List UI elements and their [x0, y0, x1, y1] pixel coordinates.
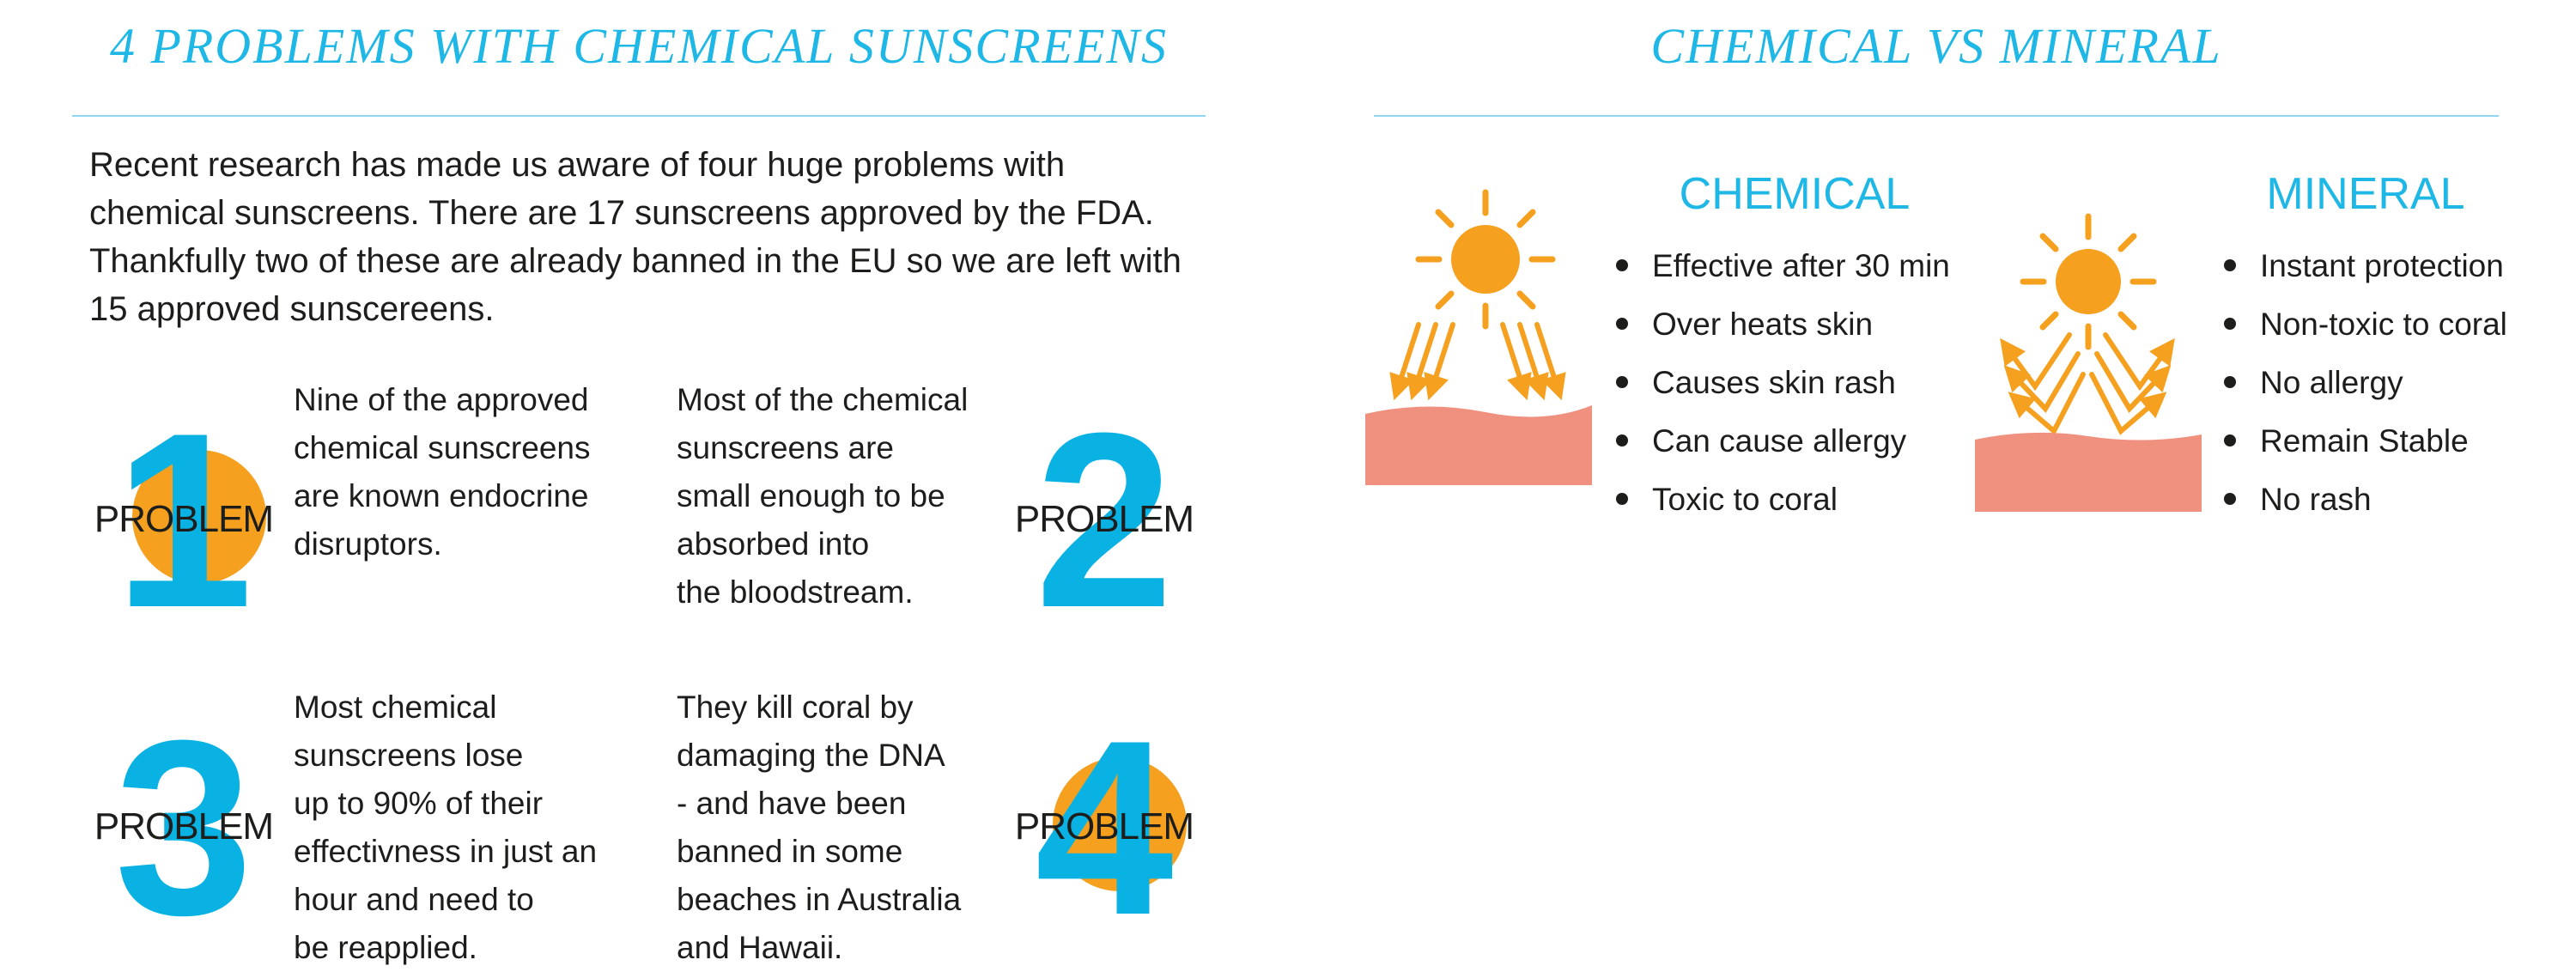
problem-4-label: PROBLEM — [1014, 805, 1194, 847]
mineral-list: Instant protection Non-toxic to coral No… — [2222, 237, 2507, 529]
problem-2-badge: 2 PROBLEM — [993, 383, 1216, 658]
chemical-item-text: Causes skin rash — [1652, 365, 1896, 400]
mineral-item-text: No allergy — [2260, 365, 2403, 400]
problem-3-number: 3 — [114, 689, 253, 967]
problem-1-circle — [132, 450, 266, 584]
problem-1-number: 1 — [114, 381, 253, 659]
right-title-divider — [1374, 115, 2499, 117]
mineral-title: MINERAL — [2266, 169, 2465, 219]
bullet-icon — [2224, 259, 2236, 271]
mineral-item-text: Non-toxic to coral — [2260, 307, 2507, 342]
skin-icon — [1975, 432, 2202, 512]
list-item: Toxic to coral — [1614, 471, 1950, 529]
problem-4-badge: 4 PROBLEM — [993, 690, 1216, 965]
problem-1-label: PROBLEM — [94, 498, 274, 540]
skin-icon — [1365, 405, 1592, 485]
list-item: Remain Stable — [2222, 412, 2507, 471]
bullet-icon — [1616, 434, 1628, 447]
problem-4-circle — [1053, 757, 1187, 891]
sun-icon — [1415, 189, 1556, 330]
problem-4-number: 4 — [1035, 689, 1174, 967]
bullet-icon — [1616, 376, 1628, 388]
left-title-divider — [72, 115, 1206, 117]
problem-3-text: Most chemical sunscreens lose up to 90% … — [294, 690, 598, 965]
problem-3-label: PROBLEM — [94, 805, 274, 847]
list-item: No allergy — [2222, 354, 2507, 412]
mineral-illustration — [1975, 213, 2202, 512]
intro-paragraph: Recent research has made us aware of fou… — [89, 146, 1182, 328]
bullet-icon — [2224, 318, 2236, 330]
right-panel-title: CHEMICAL VS MINERAL — [1650, 18, 2222, 74]
bullet-icon — [2224, 493, 2236, 505]
bullet-icon — [1616, 259, 1628, 271]
mineral-item-text: Instant protection — [2260, 248, 2504, 283]
problem-2-text: Most of the chemical sunscreens are smal… — [677, 382, 969, 610]
mineral-item-text: No rash — [2260, 482, 2372, 517]
chemical-item-text: Over heats skin — [1652, 307, 1874, 342]
chemical-item-text: Can cause allergy — [1652, 423, 1907, 459]
chemical-item-text: Effective after 30 min — [1652, 248, 1950, 283]
problem-2-label: PROBLEM — [1014, 498, 1194, 540]
list-item: Over heats skin — [1614, 295, 1950, 354]
list-item: Causes skin rash — [1614, 354, 1950, 412]
problem-3-badge: 3 PROBLEM — [72, 690, 295, 965]
chemical-illustration — [1365, 189, 1592, 485]
chemical-title: CHEMICAL — [1679, 169, 1911, 219]
list-item: No rash — [2222, 471, 2507, 529]
list-item: Effective after 30 min — [1614, 237, 1950, 295]
problem-1-badge: 1 PROBLEM — [72, 383, 295, 658]
arrow-icon — [1389, 322, 1566, 401]
list-item: Can cause allergy — [1614, 412, 1950, 471]
bullet-icon — [2224, 434, 2236, 447]
list-item: Instant protection — [2222, 237, 2507, 295]
left-panel-title: 4 PROBLEMS WITH CHEMICAL SUNSCREENS — [109, 18, 1169, 74]
problem-4-text: They kill coral by damaging the DNA - an… — [677, 690, 962, 965]
sun-icon — [2020, 213, 2157, 350]
bullet-icon — [2224, 376, 2236, 388]
list-item: Non-toxic to coral — [2222, 295, 2507, 354]
bullet-icon — [1616, 493, 1628, 505]
bullet-icon — [1616, 318, 1628, 330]
problem-1-text: Nine of the approved chemical sunscreens… — [294, 382, 591, 562]
chemical-list: Effective after 30 min Over heats skin C… — [1614, 237, 1950, 529]
problem-2-number: 2 — [1035, 381, 1174, 659]
arrow-icon — [2000, 332, 2175, 435]
mineral-item-text: Remain Stable — [2260, 423, 2469, 459]
chemical-item-text: Toxic to coral — [1652, 482, 1838, 517]
